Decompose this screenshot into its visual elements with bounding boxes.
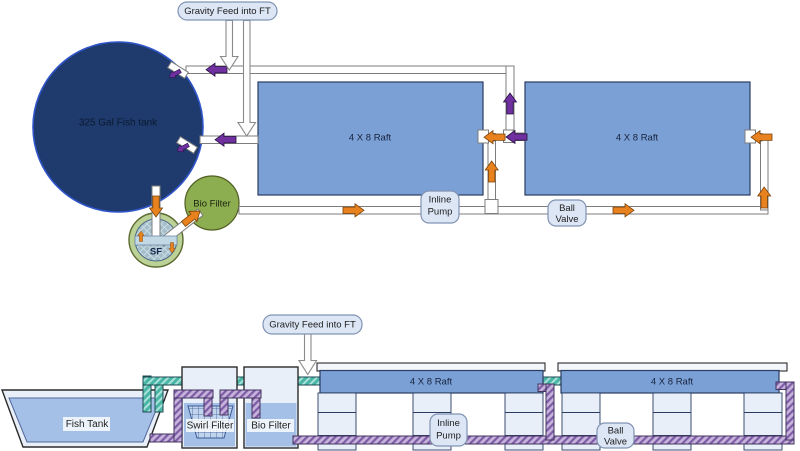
tank-to-swirl-pipe: [173, 389, 214, 399]
return-pipe-top: [185, 65, 508, 74]
return-drop-pipe-side: [142, 375, 152, 413]
supply-pipe-main-side: [292, 435, 795, 445]
ball-valve-side-line2: Valve: [604, 437, 627, 448]
gravity-annotation-arrow: [298, 332, 318, 376]
raft-left-side-label: 4 X 8 Raft: [410, 377, 453, 388]
ball-valve-callout-side: [596, 422, 635, 449]
swirl-filter-side-label: Swirl Filter: [187, 421, 234, 432]
return-flow-arrow: [503, 92, 517, 115]
ball-valve-side-line1: Ball: [608, 426, 624, 437]
gravity-feed-side-label: Gravity Feed into FT: [269, 320, 356, 331]
inline-pump-label-line1: Inline: [429, 195, 452, 206]
inline-pump-callout: [420, 190, 460, 224]
return-flow-arrow: [214, 132, 237, 147]
supply-flow-arrow: [612, 203, 635, 218]
raft-right: [524, 81, 751, 196]
bio-filter-side-label: Bio Filter: [251, 421, 291, 432]
bio-inlet-drop: [251, 397, 261, 419]
inline-pump-side-line2: Pump: [436, 431, 461, 442]
gravity-feed-callout: [177, 1, 278, 21]
swirl-outlet-riser: [219, 395, 229, 416]
raft-left-supply-riser-side: [545, 383, 555, 441]
raft-left-label: 4 X 8 Raft: [349, 133, 392, 144]
fish-tank-label-bg: [63, 417, 110, 431]
supply-pipes-side: [149, 381, 795, 445]
swirl-filter-label: SF: [150, 247, 162, 258]
ball-valve-label-line2: Valve: [555, 214, 578, 225]
fish-tank-label: 325 Gal Fish tank: [79, 118, 158, 129]
ball-valve-callout: [547, 199, 587, 227]
raft-left: [257, 81, 484, 196]
gravity-feed-callout-side: [262, 314, 363, 335]
swirl-filter-baffle: [134, 235, 178, 246]
raft-left-rim-side: [316, 362, 546, 372]
raft-right-rim-side: [557, 362, 788, 372]
return-flow-arrow: [205, 62, 228, 77]
inline-pump-callout-side: [429, 413, 468, 447]
raft-right-label: 4 X 8 Raft: [616, 133, 659, 144]
raft-right-side-label: 4 X 8 Raft: [651, 377, 694, 388]
swirl-inlet-drop: [203, 397, 213, 417]
swirl-to-bio-pipe-side: [219, 389, 262, 399]
supply-flow-arrow: [342, 203, 365, 218]
supply-flow-arrow: [757, 186, 772, 209]
raft-right-supply-riser-side: [785, 381, 795, 441]
fish-tank-circle: [32, 41, 204, 213]
top-view: 325 Gal Fish tank 4 X 8 Raft 4 X 8 Raft: [32, 1, 773, 268]
ball-valve-label-line1: Ball: [559, 203, 575, 214]
inline-pump-side-line1: Inline: [437, 418, 460, 429]
supply-pipe-main: [238, 206, 769, 215]
inline-pump-label-line2: Pump: [428, 207, 453, 218]
supply-flow-arrow: [484, 160, 499, 183]
gravity-annotation-arrow: [219, 19, 240, 72]
pipe-tee-fitting: [484, 199, 499, 214]
gravity-annotation-arrow: [236, 19, 257, 138]
bio-filter-label: Bio Filter: [193, 199, 230, 210]
bio-filter-label-bg: [247, 419, 294, 432]
fish-tank-side-label: Fish Tank: [66, 419, 110, 430]
swirl-filter-label-bg: [186, 419, 234, 432]
gravity-feed-label: Gravity Feed into FT: [184, 6, 271, 17]
side-view: 4 X 8 Raft 4 X 8 Raft Fish Ta: [0, 314, 795, 451]
